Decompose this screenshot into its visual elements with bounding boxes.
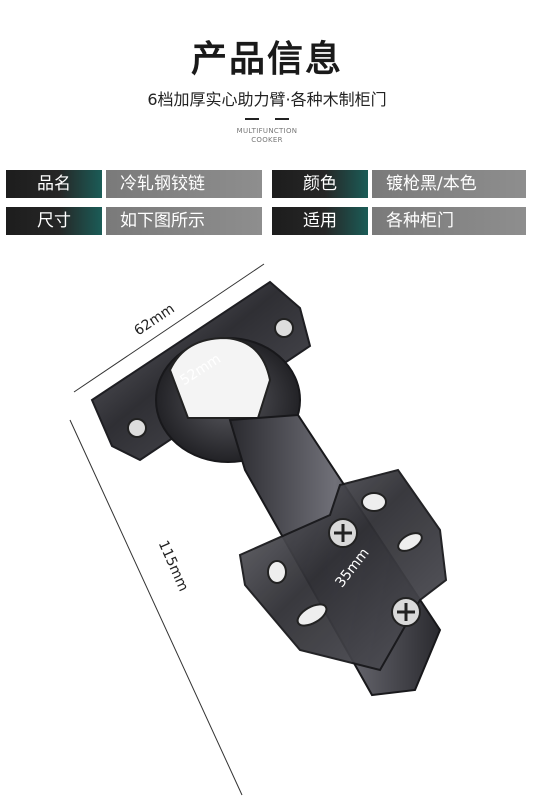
title-dash-right: [275, 118, 289, 120]
plate-slot-1: [361, 492, 387, 512]
brand-text-line1: MULTIFUNCTION: [236, 127, 298, 135]
page-title: 产品信息: [190, 39, 343, 80]
spec-label-usage: 适用: [272, 207, 368, 235]
plate-slot-3: [267, 560, 287, 584]
base-screw-hole-right: [274, 318, 294, 338]
spec-label-color: 颜色: [272, 170, 368, 198]
adjust-screw-bottom: [391, 597, 421, 627]
spec-value-usage: 各种柜门: [372, 207, 526, 235]
spec-value-name: 冷轧钢铰链: [106, 170, 262, 198]
hinge-svg: [69, 263, 448, 796]
page-subtitle: 6档加厚实心助力臂·各种木制柜门: [147, 90, 387, 109]
adjust-screw-top: [328, 518, 358, 548]
brand-text-line2: COOKER: [251, 136, 283, 144]
cup-opening: [168, 336, 272, 419]
spec-value-size: 如下图所示: [106, 207, 262, 235]
plate-slot-4: [296, 603, 328, 627]
plate-slot-2: [397, 532, 423, 552]
spec-label-size: 尺寸: [6, 207, 102, 235]
dim-line-width: [73, 263, 265, 393]
hinge-illustration: 62mm 52mm 115mm 35mm: [0, 250, 534, 800]
spec-label-name: 品名: [6, 170, 102, 198]
title-dash-left: [245, 118, 259, 120]
spec-table: 品名 冷轧钢铰链 颜色 镀枪黑/本色 尺寸 如下图所示 适用 各种柜门: [0, 0, 534, 240]
dim-line-length: [69, 419, 243, 796]
spec-value-color: 镀枪黑/本色: [372, 170, 526, 198]
base-screw-hole-left: [127, 418, 147, 438]
